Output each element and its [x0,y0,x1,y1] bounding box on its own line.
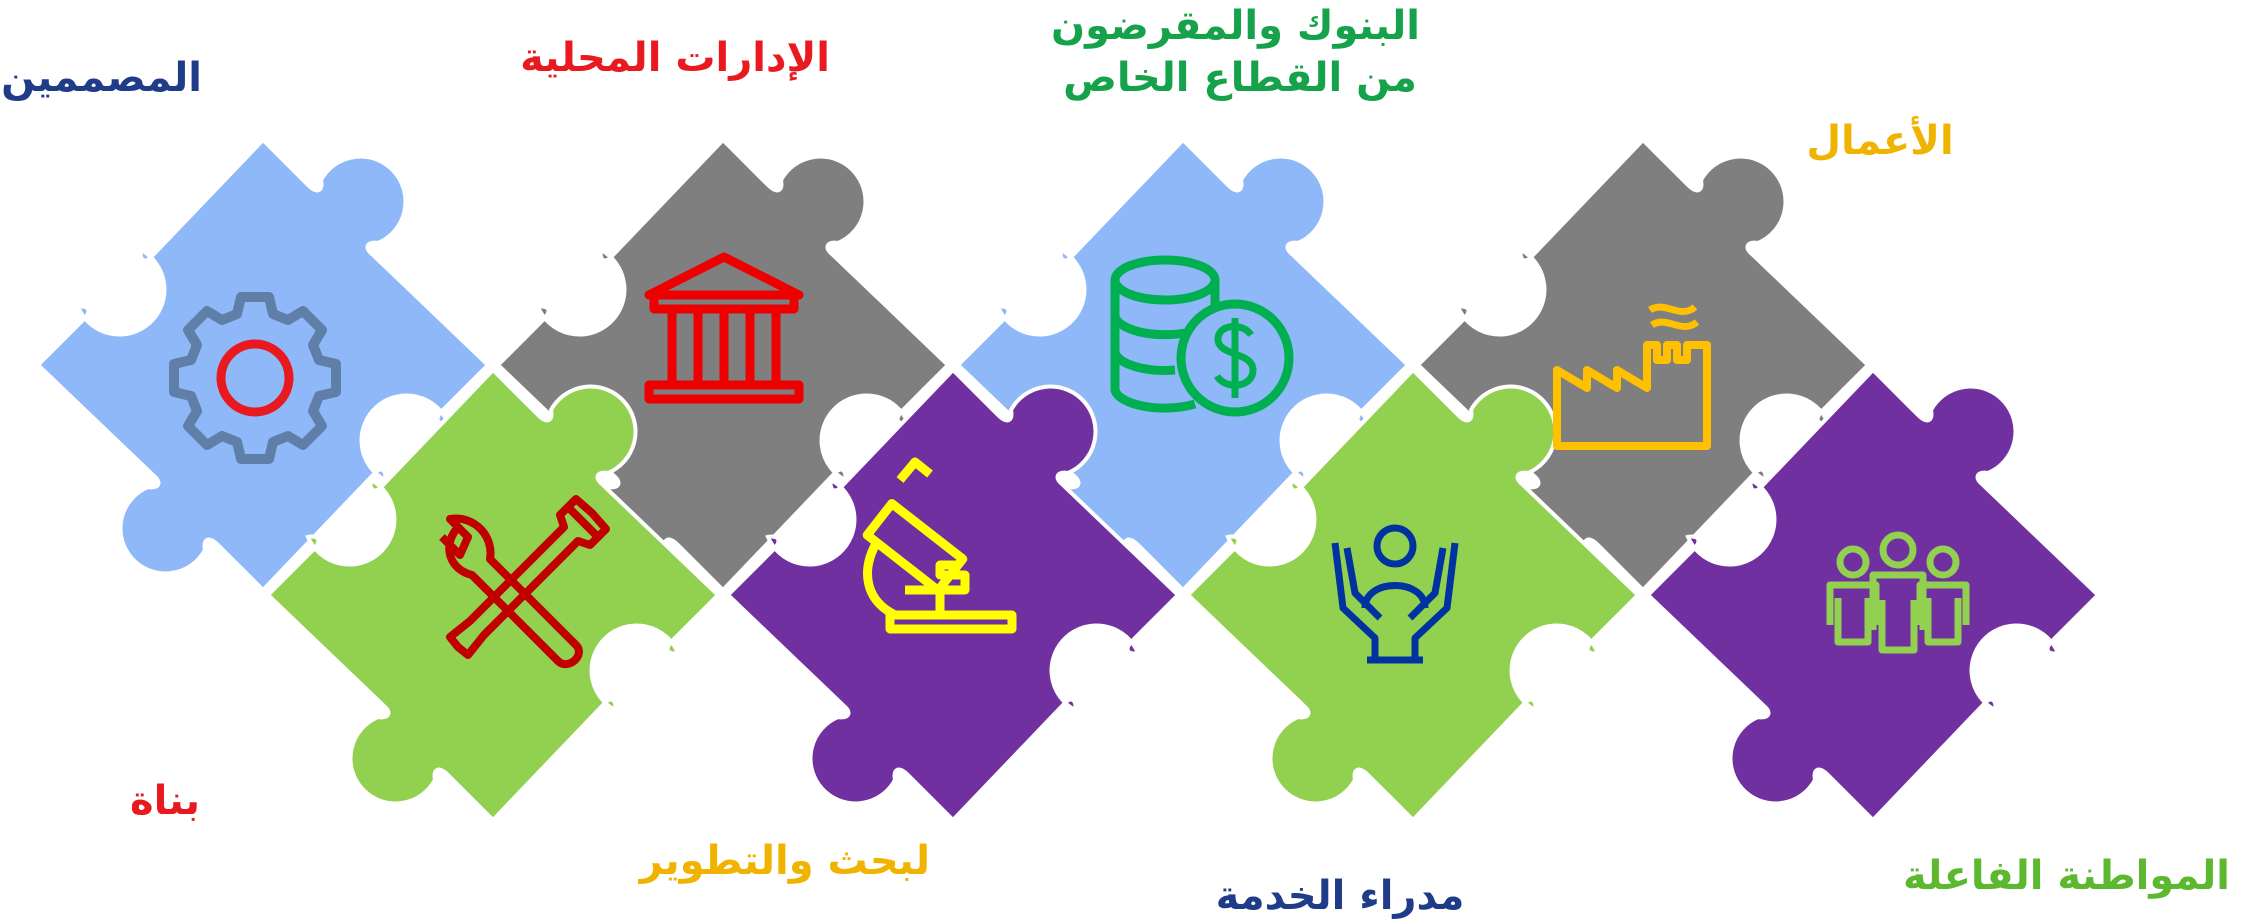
label-business: الأعمال [1806,118,1954,164]
people-icon [1826,531,1970,654]
tools-icon [439,495,610,669]
label-banks: البنوك والمقرضون من القطاع الخاص [1050,0,1420,104]
label-designers: المصممين [1,55,202,101]
label-banks-line2: من القطاع الخاص [1063,55,1417,101]
label-local-admin: الإدارات المحلية [520,35,830,81]
hands-icon [1331,524,1459,664]
label-research: لبحث والتطوير [639,838,930,884]
coins-icon [1110,255,1294,417]
label-builders: بناة [130,778,200,824]
microscope-icon [862,457,1017,634]
label-service: مدراء الخدمة [1215,873,1465,919]
label-banks-line1: البنوك والمقرضون [1050,3,1420,49]
label-citizenship: المواطنة الفاعلة [1903,853,2230,899]
factory-icon [1553,303,1711,450]
gear-icon [169,292,341,464]
bank-icon [644,252,804,404]
